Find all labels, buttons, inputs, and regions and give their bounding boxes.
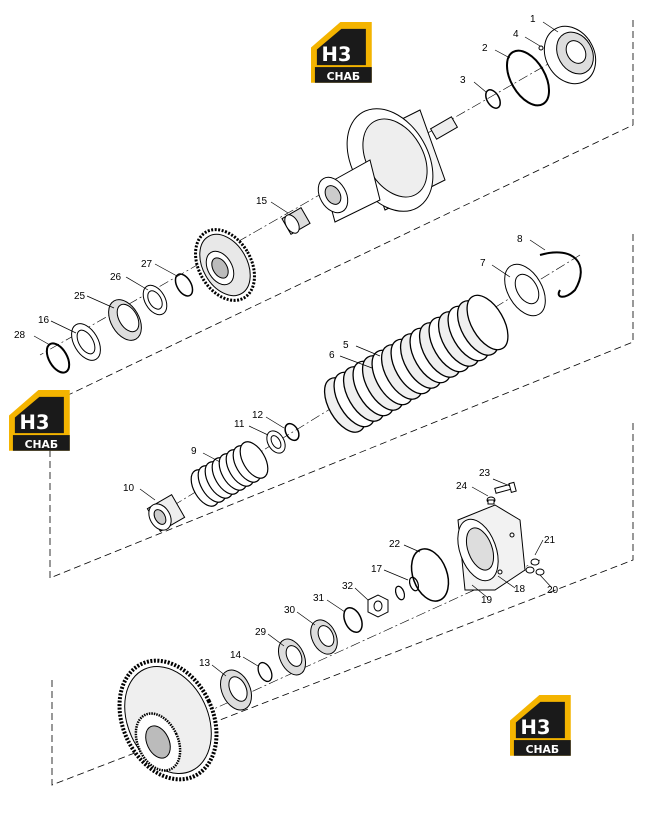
part-11-washer bbox=[266, 430, 286, 454]
spring-coil bbox=[239, 441, 269, 479]
clutch-drum-shaft bbox=[317, 108, 459, 223]
callout-29: 29 bbox=[255, 627, 267, 638]
callout-1: 1 bbox=[530, 14, 536, 25]
clutch-plate bbox=[466, 294, 509, 351]
callout-32: 32 bbox=[342, 581, 354, 592]
callout-23: 23 bbox=[479, 468, 491, 479]
callout-8: 8 bbox=[517, 234, 523, 245]
callout-3: 3 bbox=[460, 75, 466, 86]
brand-logo-left: H3 СНАБ bbox=[9, 390, 70, 451]
part-12-ring bbox=[284, 422, 300, 442]
part-15-needle-bearing bbox=[281, 207, 311, 235]
callout-10: 10 bbox=[123, 483, 135, 494]
part-18-housing bbox=[457, 504, 526, 591]
callout-2: 2 bbox=[482, 43, 488, 54]
callout-4: 4 bbox=[513, 29, 519, 40]
svg-text:H3: H3 bbox=[19, 411, 49, 434]
callout-31: 31 bbox=[313, 593, 325, 604]
part-22-oring bbox=[410, 548, 450, 602]
callout-28: 28 bbox=[14, 330, 26, 341]
part-31-ring bbox=[343, 606, 363, 634]
drive-gear bbox=[194, 228, 256, 302]
svg-text:СНАБ: СНАБ bbox=[25, 438, 58, 451]
callout-labels: 1 2 3 4 5 6 7 8 9 10 11 12 13 14 15 16 1… bbox=[14, 14, 559, 669]
callout-14: 14 bbox=[230, 650, 242, 661]
callout-19: 19 bbox=[481, 595, 493, 606]
part-30-bearing bbox=[310, 619, 338, 655]
part-29-bearing bbox=[277, 638, 307, 676]
part-25-bearing bbox=[108, 299, 142, 341]
output-gear bbox=[117, 658, 219, 782]
clutch-pack-5-6 bbox=[323, 294, 509, 433]
svg-text:H3: H3 bbox=[321, 43, 351, 66]
callout-13: 13 bbox=[199, 658, 211, 669]
part-20-21-fittings bbox=[525, 558, 545, 576]
part-23-bolt bbox=[494, 481, 517, 494]
callout-21: 21 bbox=[544, 535, 556, 546]
callout-7: 7 bbox=[480, 258, 486, 269]
callout-6: 6 bbox=[329, 350, 335, 361]
callout-5: 5 bbox=[343, 340, 349, 351]
brand-logo-top: H3 СНАБ bbox=[311, 22, 372, 83]
callout-24: 24 bbox=[456, 481, 468, 492]
svg-text:СНАБ: СНАБ bbox=[526, 743, 559, 756]
part-14-ring bbox=[257, 661, 273, 683]
callout-11: 11 bbox=[234, 419, 245, 430]
callout-18: 18 bbox=[514, 584, 526, 595]
part-27-snap-ring bbox=[174, 273, 194, 297]
part-17-seal-rings bbox=[394, 576, 420, 601]
part-7-plate bbox=[504, 263, 546, 317]
part-13-bearing bbox=[220, 669, 252, 711]
part-10-bushing bbox=[146, 494, 186, 532]
leader-lines bbox=[33, 21, 559, 677]
part-8-retaining-ring bbox=[539, 251, 582, 298]
callout-15: 15 bbox=[256, 196, 268, 207]
callout-16: 16 bbox=[38, 315, 50, 326]
callout-22: 22 bbox=[389, 539, 401, 550]
part-28-snap-ring bbox=[45, 342, 71, 374]
callout-9: 9 bbox=[191, 446, 197, 457]
svg-text:H3: H3 bbox=[520, 716, 550, 739]
callout-27: 27 bbox=[141, 259, 153, 270]
callout-30: 30 bbox=[284, 605, 296, 616]
part-1-end-cap bbox=[543, 25, 597, 85]
brand-logo-bottom: H3 СНАБ bbox=[510, 695, 571, 756]
part-26-washer bbox=[142, 284, 168, 316]
callout-26: 26 bbox=[110, 272, 122, 283]
part-9-spring-stack bbox=[190, 441, 269, 507]
part-32-nut bbox=[367, 594, 389, 618]
part-2-oring bbox=[505, 49, 551, 107]
part-4-pin bbox=[538, 45, 544, 51]
part-24-washer bbox=[486, 496, 496, 505]
callout-25: 25 bbox=[74, 291, 86, 302]
callout-12: 12 bbox=[252, 410, 264, 421]
part-3-ring bbox=[485, 89, 501, 109]
callout-20: 20 bbox=[547, 585, 559, 596]
svg-text:СНАБ: СНАБ bbox=[327, 70, 360, 83]
part-16-thrust-washer bbox=[71, 323, 101, 361]
callout-17: 17 bbox=[371, 564, 383, 575]
dashed-frames bbox=[19, 20, 634, 786]
